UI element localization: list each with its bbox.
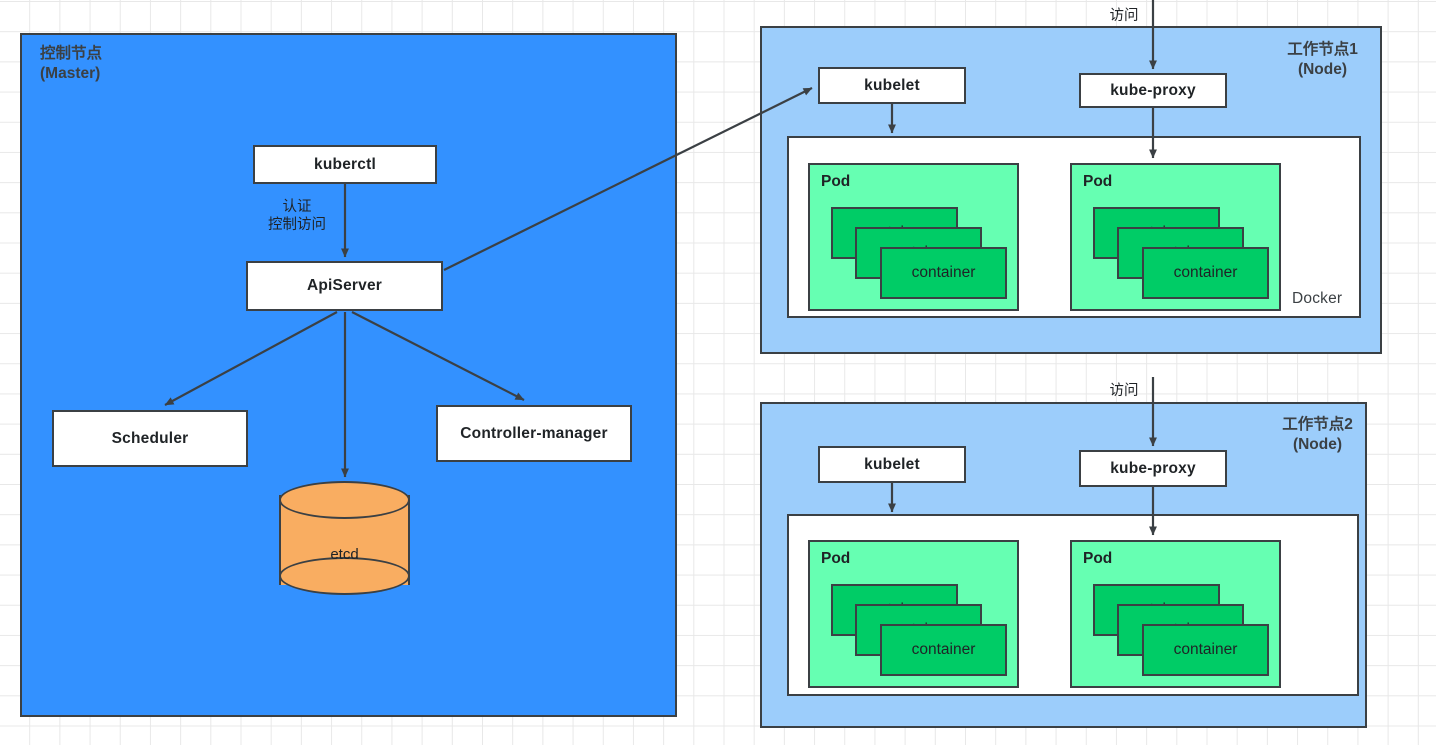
etcd-cylinder-top	[279, 481, 410, 519]
controller-manager-box[interactable]: Controller-manager	[436, 405, 632, 462]
container-box[interactable]: container	[1142, 624, 1269, 676]
docker-label-node-1: Docker	[1292, 290, 1343, 307]
kuberctl-box[interactable]: kuberctl	[253, 145, 437, 184]
etcd-label: etcd	[330, 545, 359, 563]
etcd-cylinder[interactable]: etcd	[279, 481, 410, 599]
container-box[interactable]: container	[1142, 247, 1269, 299]
pod-node2-1[interactable]: Pod container container container	[808, 540, 1019, 688]
kubelet-box-node-1[interactable]: kubelet	[818, 67, 966, 104]
etcd-cylinder-bottom	[279, 557, 410, 595]
pod-label: Pod	[1083, 173, 1113, 190]
worker-node-2-title: 工作节点2 (Node)	[1282, 416, 1353, 454]
pod-node1-1[interactable]: Pod container container container	[808, 163, 1019, 311]
master-panel-title: 控制节点 (Master)	[40, 45, 103, 83]
kube-proxy-box-node-1[interactable]: kube-proxy	[1079, 73, 1227, 108]
access-edge-label-node-2: 访问	[1109, 383, 1139, 399]
auth-edge-label: 认证 控制访问	[268, 199, 326, 234]
master-panel[interactable]	[20, 33, 677, 717]
pod-label: Pod	[1083, 550, 1113, 567]
kubelet-box-node-2[interactable]: kubelet	[818, 446, 966, 483]
apiserver-box[interactable]: ApiServer	[246, 261, 443, 311]
pod-label: Pod	[821, 173, 851, 190]
worker-node-1-title: 工作节点1 (Node)	[1287, 41, 1358, 79]
access-edge-label-node-1: 访问	[1109, 8, 1139, 24]
pod-node2-2[interactable]: Pod container container container	[1070, 540, 1281, 688]
pod-node1-2[interactable]: Pod container container container	[1070, 163, 1281, 311]
container-box[interactable]: container	[880, 247, 1007, 299]
scheduler-box[interactable]: Scheduler	[52, 410, 248, 467]
pod-label: Pod	[821, 550, 851, 567]
container-box[interactable]: container	[880, 624, 1007, 676]
kube-proxy-box-node-2[interactable]: kube-proxy	[1079, 450, 1227, 487]
